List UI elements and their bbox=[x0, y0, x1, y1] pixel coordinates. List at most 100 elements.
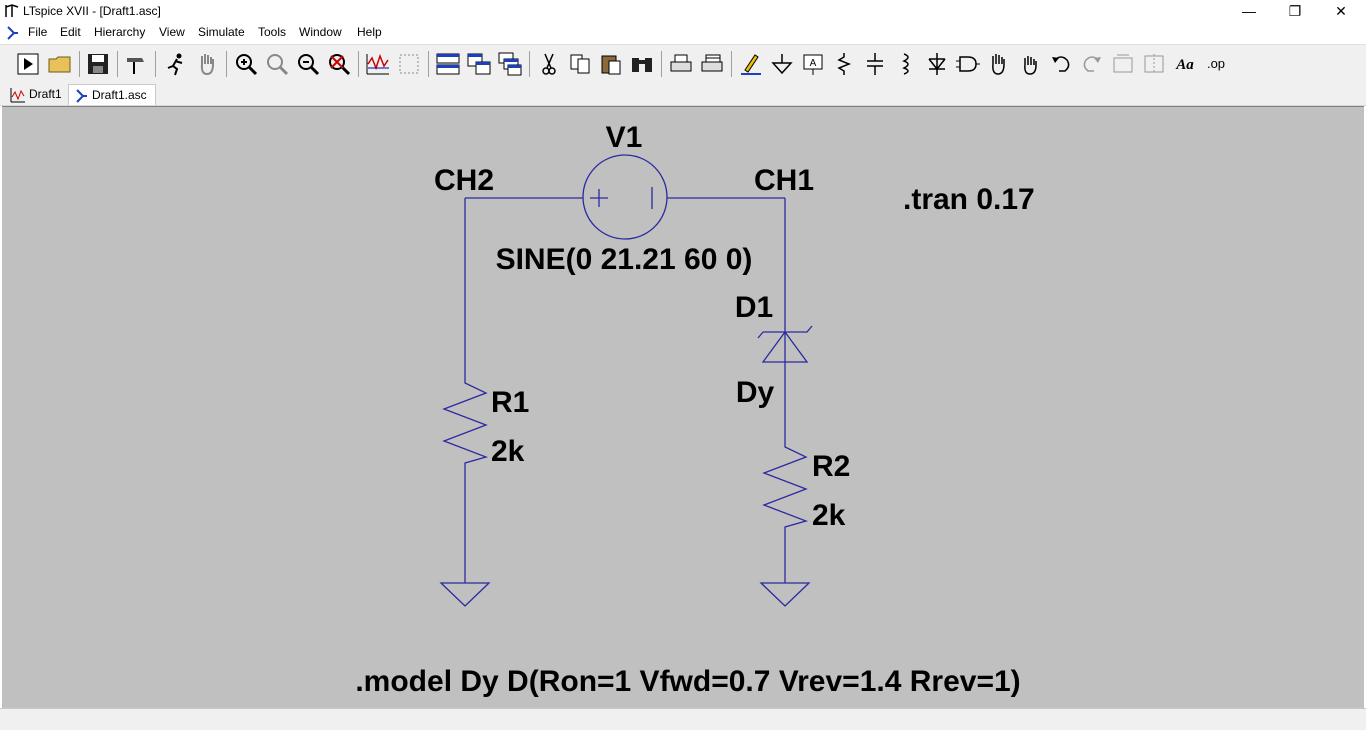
draw-wire-button[interactable] bbox=[737, 50, 765, 78]
tile-horizontal-button[interactable] bbox=[434, 50, 462, 78]
close-button[interactable]: ✕ bbox=[1335, 3, 1347, 19]
inductor-icon bbox=[902, 53, 909, 75]
spice-directive-button[interactable]: .op bbox=[1202, 50, 1230, 78]
diode-model-label[interactable]: Dy bbox=[736, 376, 775, 409]
zoom-icon bbox=[267, 54, 289, 76]
label-net-button[interactable]: A bbox=[799, 50, 827, 78]
printer-icon bbox=[670, 54, 692, 72]
folder-icon bbox=[48, 56, 71, 73]
paste-button[interactable] bbox=[597, 50, 625, 78]
source-value-label[interactable]: SINE(0 21.21 60 0) bbox=[496, 243, 753, 276]
tab-draft1[interactable]: Draft1 bbox=[6, 84, 68, 104]
schematic-canvas[interactable]: V1 CH2 CH1 SINE(0 21.21 60 0) D1 Dy R1 2… bbox=[2, 106, 1364, 708]
model-directive[interactable]: .model Dy D(Ron=1 Vfwd=0.7 Vrev=1.4 Rrev… bbox=[355, 665, 1020, 698]
net-label-ch2[interactable]: CH2 bbox=[434, 164, 494, 197]
voltage-source-v1[interactable] bbox=[582, 154, 668, 240]
source-name-label[interactable]: V1 bbox=[606, 121, 643, 154]
and-gate-icon bbox=[956, 56, 980, 72]
pencil-icon bbox=[741, 54, 761, 75]
capacitor-button[interactable] bbox=[861, 50, 889, 78]
find-button[interactable] bbox=[628, 50, 656, 78]
menu-hierarchy[interactable]: Hierarchy bbox=[94, 25, 146, 39]
move-hand-icon bbox=[992, 54, 1005, 75]
pan-button[interactable] bbox=[193, 50, 221, 78]
autorange-button[interactable] bbox=[364, 50, 392, 78]
tab-draft1-asc[interactable]: Draft1.asc bbox=[68, 84, 156, 105]
hand-icon bbox=[200, 54, 214, 76]
menu-window[interactable]: Window bbox=[299, 25, 342, 39]
window-title: LTspice XVII - [Draft1.asc] bbox=[23, 4, 161, 18]
document-tab-bar: Draft1 Draft1.asc bbox=[0, 83, 1366, 106]
text-button[interactable]: Aa bbox=[1171, 50, 1199, 78]
zoom-in-button[interactable] bbox=[232, 50, 260, 78]
drag-button[interactable] bbox=[1016, 50, 1044, 78]
waveform-icon bbox=[10, 87, 25, 103]
menu-help[interactable]: Help bbox=[357, 25, 382, 39]
open-button[interactable] bbox=[46, 50, 74, 78]
halt-button[interactable] bbox=[162, 50, 190, 78]
control-panel-button[interactable] bbox=[122, 50, 150, 78]
component-button[interactable] bbox=[954, 50, 982, 78]
scissors-icon bbox=[542, 53, 556, 75]
move-button[interactable] bbox=[985, 50, 1013, 78]
wires bbox=[439, 197, 811, 607]
spice-directive-icon: .op bbox=[1207, 56, 1225, 71]
cascade-button[interactable] bbox=[496, 50, 524, 78]
resistor-r2-value[interactable]: 2k bbox=[812, 499, 846, 532]
tab-label: Draft1 bbox=[29, 87, 62, 101]
paste-icon bbox=[601, 55, 621, 75]
resistor-r2-name[interactable]: R2 bbox=[812, 450, 850, 483]
save-button[interactable] bbox=[84, 50, 112, 78]
grid-button[interactable] bbox=[395, 50, 423, 78]
ground-right[interactable] bbox=[759, 582, 811, 607]
menu-simulate[interactable]: Simulate bbox=[198, 25, 245, 39]
resistor-r1[interactable] bbox=[442, 379, 489, 583]
menu-tools[interactable]: Tools bbox=[258, 25, 287, 39]
tab-label: Draft1.asc bbox=[92, 88, 147, 102]
menu-edit[interactable]: Edit bbox=[60, 25, 81, 39]
waveform-icon bbox=[366, 53, 389, 75]
running-man-icon bbox=[167, 53, 183, 76]
undo-button[interactable] bbox=[1047, 50, 1075, 78]
hammer-icon bbox=[127, 58, 144, 74]
tran-directive[interactable]: .tran 0.17 bbox=[903, 183, 1035, 216]
zoom-fit-button[interactable] bbox=[325, 50, 353, 78]
copy-button[interactable] bbox=[566, 50, 594, 78]
inductor-button[interactable] bbox=[892, 50, 920, 78]
schematic-doc-icon[interactable] bbox=[4, 25, 20, 41]
net-label-ch1[interactable]: CH1 bbox=[754, 164, 814, 197]
rotate-icon bbox=[1113, 54, 1133, 73]
mirror-button[interactable] bbox=[1140, 50, 1168, 78]
minimize-button[interactable]: — bbox=[1242, 3, 1256, 19]
resistor-r1-value[interactable]: 2k bbox=[491, 435, 525, 468]
svg-text:.op: .op bbox=[1207, 56, 1225, 71]
resistor-r2[interactable] bbox=[762, 331, 809, 583]
run-button[interactable] bbox=[14, 50, 42, 78]
zoom-area-button[interactable] bbox=[263, 50, 291, 78]
restore-button[interactable]: ❐ bbox=[1288, 3, 1302, 19]
ground-button[interactable] bbox=[768, 50, 796, 78]
cut-button[interactable] bbox=[535, 50, 563, 78]
run-icon bbox=[17, 53, 39, 75]
undo-icon bbox=[1052, 56, 1070, 72]
print-setup-button[interactable] bbox=[698, 50, 726, 78]
diode-d1[interactable] bbox=[757, 325, 813, 363]
resistor-button[interactable] bbox=[830, 50, 858, 78]
diode-name-label[interactable]: D1 bbox=[735, 291, 773, 324]
tile-vertical-button[interactable] bbox=[465, 50, 493, 78]
menu-view[interactable]: View bbox=[159, 25, 185, 39]
rotate-button[interactable] bbox=[1109, 50, 1137, 78]
cascade-icon bbox=[498, 52, 522, 76]
menu-file[interactable]: File bbox=[28, 25, 48, 39]
zoom-out-icon bbox=[298, 54, 320, 76]
redo-button[interactable] bbox=[1078, 50, 1106, 78]
diode-button[interactable] bbox=[923, 50, 951, 78]
ground-left[interactable] bbox=[439, 582, 491, 607]
resistor-r1-name[interactable]: R1 bbox=[491, 386, 529, 419]
schematic-icon bbox=[76, 89, 87, 103]
zoom-out-button[interactable] bbox=[294, 50, 322, 78]
svg-text:A: A bbox=[810, 58, 817, 69]
zoom-fit-icon bbox=[329, 54, 351, 76]
print-button[interactable] bbox=[667, 50, 695, 78]
mirror-icon bbox=[1144, 54, 1164, 74]
